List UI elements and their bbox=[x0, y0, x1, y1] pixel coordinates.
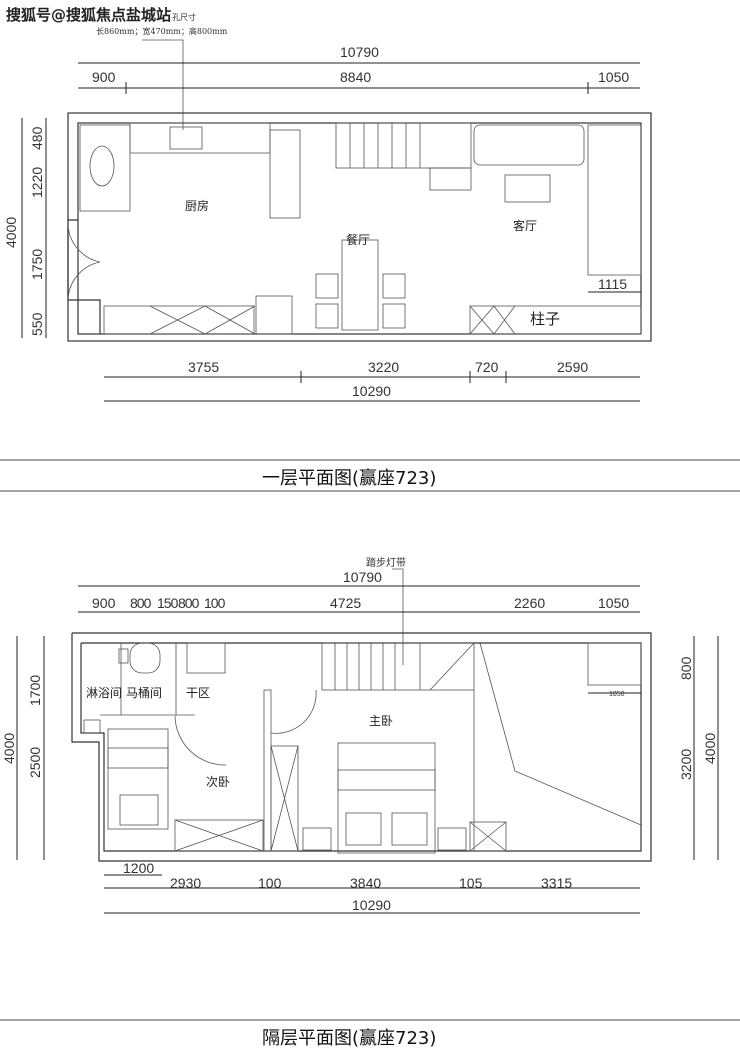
column-label: 柱子 bbox=[530, 310, 560, 328]
room-master-bedroom: 主卧 bbox=[369, 714, 393, 728]
f2-bottom-dim: 3315 bbox=[541, 875, 572, 891]
f1-left-total: 4000 bbox=[3, 217, 19, 248]
f1-top-total: 10790 bbox=[340, 44, 379, 60]
f2-top-dim: 1050 bbox=[598, 595, 629, 611]
stair-light-label: 踏步灯带 bbox=[366, 556, 406, 569]
f2-top-dim: 2260 bbox=[514, 595, 545, 611]
f1-top-dim: 8840 bbox=[340, 69, 371, 85]
room-shower: 淋浴间 bbox=[86, 686, 122, 700]
f2-bottom-dim: 2930 bbox=[170, 875, 201, 891]
f1-inner-dim: 1115 bbox=[598, 276, 627, 292]
floor2-plan: 踏步灯带 10790 900 800 150 800 100 4725 2260… bbox=[1, 556, 719, 914]
f1-bottom-dim: 3220 bbox=[368, 359, 399, 375]
note-line1: 孔尺寸 bbox=[172, 12, 196, 22]
f1-bottom-dim: 2590 bbox=[557, 359, 588, 375]
f2-bottom-dim: 105 bbox=[459, 875, 483, 891]
floor1-plan: 10790 900 8840 1050 4000 480 1220 1750 5… bbox=[3, 44, 652, 402]
f2-top-dim: 800 bbox=[178, 595, 200, 611]
f2-top-dim: 100 bbox=[204, 595, 226, 611]
f1-bottom-dim: 3755 bbox=[188, 359, 219, 375]
f1-left-dim: 550 bbox=[29, 312, 45, 336]
f2-top-dim: 150 bbox=[157, 595, 179, 611]
f1-left-dim: 1750 bbox=[29, 249, 45, 280]
f2-bottom-sub: 1200 bbox=[123, 860, 154, 876]
room-living: 客厅 bbox=[513, 218, 537, 233]
f2-left-dim: 1700 bbox=[27, 675, 43, 706]
room-toilet: 马桶间 bbox=[126, 685, 162, 700]
floor1-title: 一层平面图(赢座723) bbox=[262, 467, 436, 489]
room-second-bedroom: 次卧 bbox=[206, 775, 230, 789]
f1-bottom-dim: 720 bbox=[475, 359, 499, 375]
f1-left-dim: 1220 bbox=[29, 167, 45, 198]
f2-top-dim: 900 bbox=[92, 595, 116, 611]
f2-top-dim: 4725 bbox=[330, 595, 361, 611]
f1-bottom-total: 10290 bbox=[352, 383, 391, 399]
f2-inner-dim: 1050 bbox=[609, 691, 625, 698]
f2-right-dim: 800 bbox=[678, 656, 694, 680]
f2-left-total: 4000 bbox=[1, 733, 17, 764]
watermark: 搜狐号@搜狐焦点盐城站 bbox=[6, 6, 171, 24]
f2-bottom-dim: 100 bbox=[258, 875, 282, 891]
f2-left-dim: 2500 bbox=[27, 747, 43, 778]
f1-top-dim: 1050 bbox=[598, 69, 629, 85]
note-leader bbox=[142, 39, 184, 130]
f1-left-dim: 480 bbox=[29, 126, 45, 150]
f1-top-dim: 900 bbox=[92, 69, 116, 85]
f2-right-dim: 3200 bbox=[678, 749, 694, 780]
f2-bottom-dim: 3840 bbox=[350, 875, 381, 891]
f2-top-dim: 800 bbox=[130, 595, 152, 611]
room-dry-area: 干区 bbox=[186, 686, 210, 700]
note-line2: 长860mm；宽470mm；高800mm bbox=[96, 26, 228, 36]
f2-top-total: 10790 bbox=[343, 569, 382, 585]
room-kitchen: 厨房 bbox=[185, 198, 209, 213]
floor2-title: 隔层平面图(赢座723) bbox=[262, 1027, 436, 1049]
f2-bottom-total: 10290 bbox=[352, 897, 391, 913]
room-dining: 餐厅 bbox=[346, 232, 370, 247]
f2-right-total: 4000 bbox=[702, 733, 718, 764]
